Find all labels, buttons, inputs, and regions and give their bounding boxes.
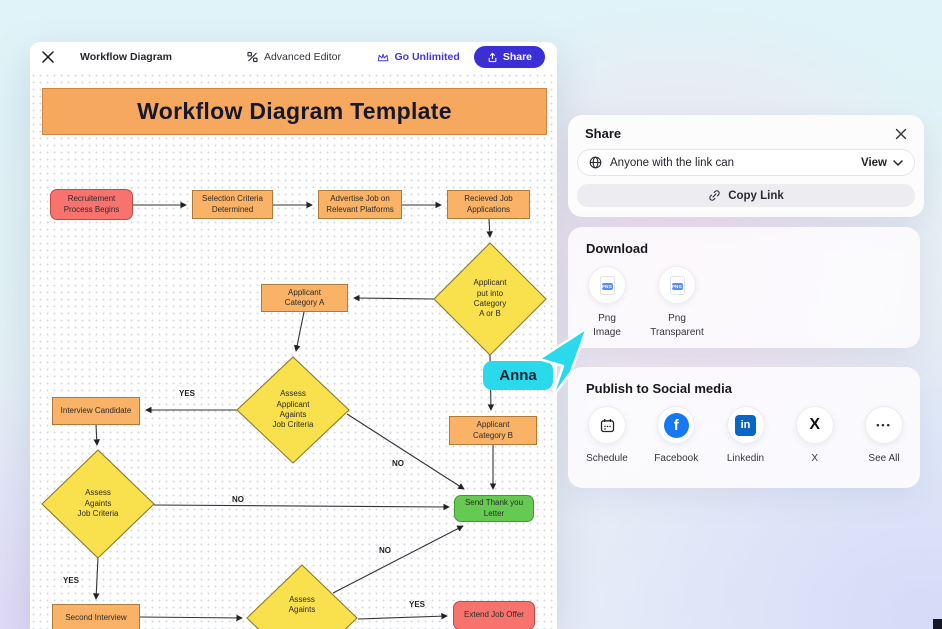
node-selection-criteria[interactable]: Selection Criteria Determined (192, 190, 273, 219)
linkedin-icon: in (726, 406, 765, 444)
download-png-image-button[interactable]: PNG Png Image (578, 266, 636, 339)
x-logo-icon: X (795, 406, 834, 444)
node-advertise-job[interactable]: Advertise Job on Relevant Platforms (318, 190, 402, 219)
close-icon[interactable] (42, 51, 54, 63)
copy-link-label: Copy Link (728, 189, 784, 202)
publish-option-label: Linkedin (726, 453, 765, 464)
document-title: Workflow Diagram (80, 51, 172, 63)
close-icon[interactable] (895, 128, 907, 140)
publish-x-button[interactable]: X X (786, 406, 844, 466)
node-start[interactable]: Recruitement Process Begins (50, 189, 133, 220)
diagram-canvas[interactable] (30, 72, 557, 629)
node-extend-offer[interactable]: Extend Job Offer (453, 601, 535, 629)
go-unlimited-button[interactable]: Go Unlimited (377, 51, 460, 63)
editor-window: Workflow Diagram Advanced Editor Go Unli… (30, 42, 557, 629)
png-file-badge: PNG (601, 282, 613, 290)
share-upload-icon (487, 52, 498, 63)
download-png-transparent-button[interactable]: PNG Png Transparent (648, 266, 706, 339)
publish-option-label: Facebook (654, 453, 699, 464)
download-panel: Download PNG Png Image PNG Png Transpare… (568, 227, 920, 348)
publish-schedule-button[interactable]: Schedule (578, 406, 636, 466)
node-interview-candidate[interactable]: Interview Candidate (52, 397, 140, 425)
share-panel: Share Anyone with the link can View Copy (568, 115, 924, 217)
collaborator-cursor-icon (537, 326, 589, 400)
link-permission-text: Anyone with the link can (610, 156, 735, 169)
advanced-editor-label: Advanced Editor (263, 51, 342, 63)
corner-artifact (933, 619, 942, 629)
edge-label-yes: YES (178, 388, 195, 398)
node-thank-you-letter[interactable]: Send Thank you Letter (454, 495, 534, 522)
share-button-label: Share (502, 51, 532, 63)
publish-option-label: Schedule (586, 453, 628, 464)
node-category-a[interactable]: Applicant Category A (261, 284, 348, 312)
download-panel-title: Download (586, 241, 649, 256)
publish-linkedin-button[interactable]: in Linkedin (717, 406, 775, 466)
link-permission-value: View (861, 156, 887, 169)
download-option-label: Png Image (593, 313, 621, 338)
crown-icon (377, 52, 389, 63)
copy-link-button[interactable]: Copy Link (577, 184, 915, 207)
publish-option-label: X (811, 453, 819, 464)
edge-label-yes: YES (62, 575, 79, 585)
advanced-editor-button[interactable]: Advanced Editor (246, 51, 341, 63)
schedule-calendar-icon (588, 406, 626, 444)
node-category-b[interactable]: Applicant Category B (449, 416, 537, 445)
node-received-applications[interactable]: Recieved Job Applications (447, 190, 530, 219)
node-second-interview[interactable]: Second Interview (52, 604, 140, 629)
share-panel-title: Share (585, 126, 622, 141)
png-file-badge: PNG (671, 282, 683, 290)
collaborator-name-chip: Anna (483, 361, 553, 390)
publish-panel-title: Publish to Social media (586, 381, 732, 396)
publish-see-all-button[interactable]: ••• See All (855, 406, 913, 466)
edge-label-no: NO (232, 494, 244, 504)
link-permission-select[interactable]: Anyone with the link can View (577, 149, 915, 176)
edge-label-no: NO (379, 545, 391, 555)
link-icon (708, 189, 721, 202)
facebook-icon: f (657, 406, 696, 444)
publish-option-label: See All (868, 453, 900, 464)
ellipsis-icon: ••• (865, 406, 903, 444)
png-image-icon: PNG (588, 266, 626, 304)
edge-label-yes: YES (408, 599, 425, 609)
go-unlimited-label: Go Unlimited (394, 51, 460, 63)
share-button[interactable]: Share (473, 46, 545, 68)
chevron-down-icon (893, 159, 903, 166)
diagram-title-banner[interactable]: Workflow Diagram Template (42, 88, 547, 135)
editor-topbar: Workflow Diagram Advanced Editor Go Unli… (30, 42, 557, 72)
publish-facebook-button[interactable]: f Facebook (647, 406, 705, 466)
globe-icon (589, 156, 602, 169)
download-option-label: Png Transparent (650, 313, 704, 338)
edge-label-no: NO (392, 458, 404, 468)
advanced-editor-icon (246, 51, 258, 63)
publish-panel: Publish to Social media Schedule f Faceb… (568, 367, 920, 488)
png-transparent-icon: PNG (658, 266, 696, 304)
